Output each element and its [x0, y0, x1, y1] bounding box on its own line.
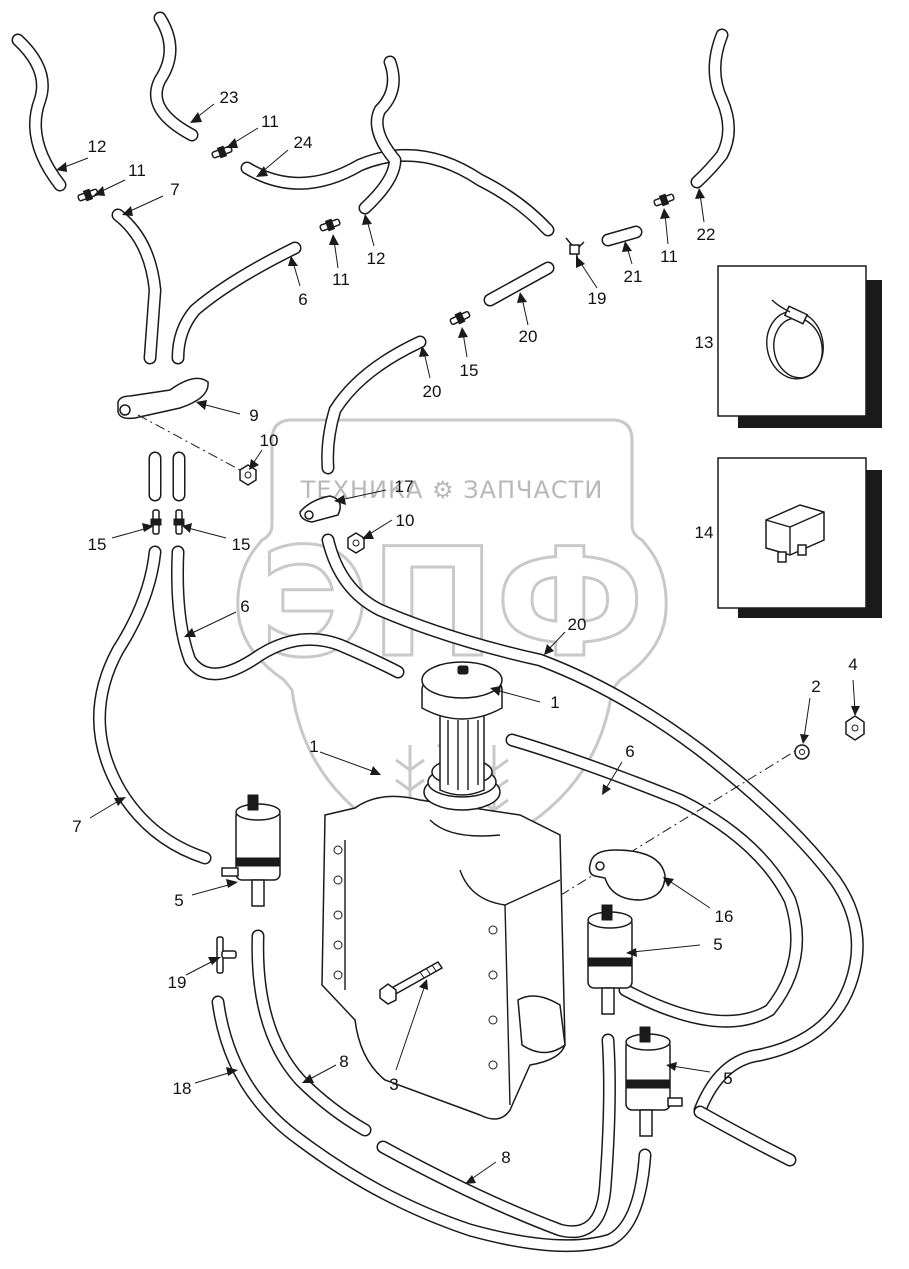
washer-2: [794, 744, 810, 760]
connector-11-c: [319, 218, 341, 232]
callout-17: 17: [395, 477, 414, 496]
callout-7: 7: [170, 180, 179, 199]
hose-6-top: [171, 241, 302, 365]
inset-14-fuse: [717, 457, 882, 618]
callout-6: 6: [240, 597, 249, 616]
callout-3: 3: [389, 1075, 398, 1094]
connector-15-right: [173, 509, 185, 535]
callout-15: 15: [232, 535, 251, 554]
clamp-9: [117, 377, 209, 420]
callout-19: 19: [588, 289, 607, 308]
callout-19: 19: [168, 973, 187, 992]
callout-24: 24: [294, 133, 313, 152]
leader-lines: [56, 103, 860, 1184]
callout-5: 5: [713, 935, 722, 954]
callout-4: 4: [848, 655, 857, 674]
callout-5: 5: [723, 1069, 732, 1088]
bolt-3: [379, 961, 444, 1005]
callout-14: 14: [695, 523, 714, 542]
connector-11-b: [211, 145, 233, 159]
pump-5-left: [221, 794, 281, 907]
callout-11: 11: [261, 112, 279, 131]
callout-1: 1: [550, 693, 559, 712]
connector-11-a: [77, 188, 99, 202]
callout-11: 11: [128, 161, 146, 180]
hose-7-left: [93, 545, 212, 865]
clamp-16: [588, 849, 666, 901]
callout-10: 10: [260, 431, 279, 450]
callout-21: 21: [624, 267, 643, 286]
callout-5: 5: [174, 891, 183, 910]
connector-11-d: [653, 193, 675, 207]
callout-11: 11: [332, 270, 350, 289]
filler-cap: [421, 661, 503, 796]
nut-10-b: [347, 532, 365, 554]
callout-2: 2: [811, 677, 820, 696]
callout-20: 20: [423, 382, 442, 401]
callout-20: 20: [519, 327, 538, 346]
tee-19-top: [565, 237, 585, 263]
watermark-shield: [236, 418, 668, 867]
callout-6: 6: [625, 742, 634, 761]
watermark-brand-text: ТЕХНИКА ⚙ ЗАПЧАСТИ: [300, 476, 604, 504]
hoses: [11, 11, 864, 1253]
callout-22: 22: [697, 225, 716, 244]
pump-5-middle: [587, 904, 633, 1015]
callout-9: 9: [249, 406, 258, 425]
callout-13: 13: [695, 333, 714, 352]
callout-12: 12: [367, 249, 386, 268]
inset-13-hose-clamp: [717, 265, 882, 428]
nut-4: [845, 715, 865, 741]
callout-10: 10: [396, 511, 415, 530]
callout-20: 20: [568, 615, 587, 634]
callout-1: 1: [309, 737, 318, 756]
callout-7: 7: [72, 817, 81, 836]
callout-12: 12: [88, 137, 107, 156]
callout-18: 18: [173, 1079, 192, 1098]
connectors: [77, 145, 675, 974]
callout-8: 8: [501, 1148, 510, 1167]
nut-10-a: [239, 464, 257, 486]
callout-23: 23: [220, 88, 239, 107]
callout-6: 6: [298, 290, 307, 309]
connector-15-top: [449, 310, 471, 326]
callout-8: 8: [339, 1052, 348, 1071]
callout-16: 16: [715, 907, 734, 926]
callout-11: 11: [660, 247, 678, 266]
connector-15-left: [150, 509, 162, 535]
tee-19-lower: [216, 936, 237, 974]
callout-15: 15: [88, 535, 107, 554]
callout-labels: 12 11 7 23 11 24 6 11 12 20 15 20 19 21 …: [72, 88, 857, 1167]
clamp-17: [299, 495, 341, 523]
callout-15: 15: [460, 361, 479, 380]
pump-5-lower: [625, 1026, 683, 1137]
washer-reservoir: [321, 758, 566, 1120]
